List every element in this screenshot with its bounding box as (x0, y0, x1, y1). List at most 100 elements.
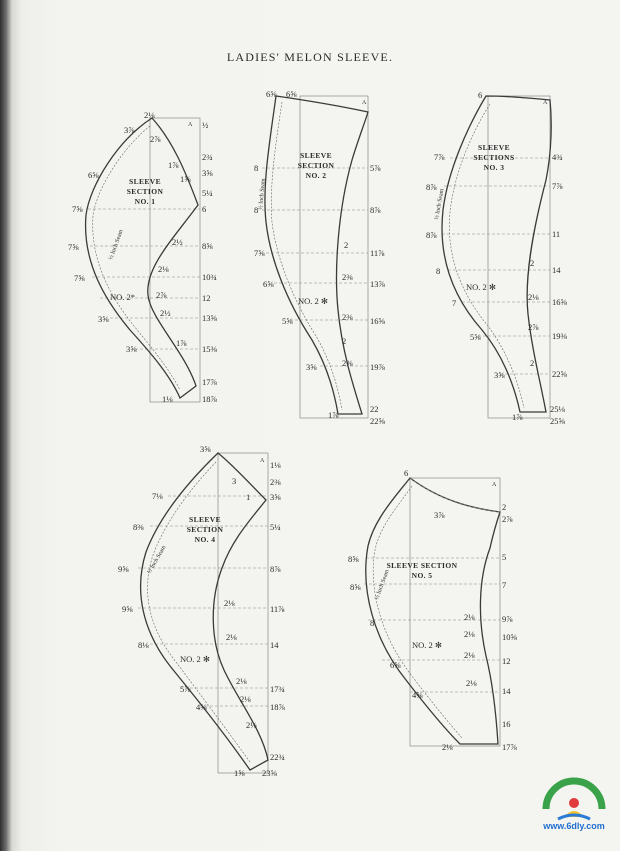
left-measure: 7⅛ (152, 491, 163, 501)
left-measure: 8⅝ (348, 554, 359, 564)
left-measure: 3⅝ (126, 344, 137, 354)
left-measure: 3⅝ (98, 314, 109, 324)
inner-measure: 1⅞ (168, 160, 179, 170)
section-2-frame (299, 95, 369, 419)
inner-measure: 2⅛ (466, 678, 477, 688)
right-measure: 5⅞ (370, 163, 381, 173)
inner-measure: 2⅞ (150, 134, 161, 144)
right-measure: 19⅜ (552, 331, 568, 341)
section-3-corner: A (543, 100, 548, 106)
right-measure: 12 (502, 656, 511, 666)
left-measure: 8 (254, 205, 258, 215)
left-measure: 6⅝ (263, 279, 274, 289)
inner-measure: 2⅛ (464, 612, 475, 622)
right-measure: 23⅝ (262, 768, 278, 778)
section-5-outline (365, 477, 501, 745)
section-2-left-labels: 6⅝ 8 8 7⅝ 6⅝ 5⅝ 3⅝ 1⅞ (254, 89, 339, 420)
right-measure: 6 (202, 204, 206, 214)
right-measure: 2 (502, 502, 506, 512)
section-2-outline (264, 95, 369, 415)
left-measure: 5⅞ (180, 684, 191, 694)
sleeve-section-1: SLEEVE SECTION NO. 1 NO. 2* A ½ Inch Sea… (68, 110, 218, 404)
section-5-inner-labels: 2⅛ 2⅛ 2⅛ 2⅛ (464, 612, 477, 688)
section-3-left-labels: 6 7⅞ 8⅞ 8⅞ 8 7 5⅝ 3⅝ 1⅞ (426, 90, 523, 422)
left-measure: 1⅞ (512, 412, 523, 422)
left-measure: 6⅝ (88, 170, 99, 180)
right-measure: 8⅞ (370, 205, 381, 215)
section-1-left-labels: 2⅛ 3⅞ 6⅝ 7⅝ 7⅝ 7⅝ 3⅝ 3⅝ 1⅛ (68, 110, 173, 404)
inner-measure: 1 (246, 492, 250, 502)
right-measure: 13⅞ (370, 279, 386, 289)
right-measure: 5¼ (270, 522, 281, 532)
section-5-frame (409, 477, 501, 747)
right-measure: 2⅞ (502, 514, 513, 524)
left-measure: 7⅝ (72, 204, 83, 214)
right-measure: 16 (502, 719, 511, 729)
section-3-name-line: SLEEVE (478, 143, 510, 152)
left-measure: 3⅝ (494, 370, 505, 380)
section-4-outline (140, 452, 269, 771)
right-measure: 10¾ (202, 272, 217, 282)
section-4-right-labels: 1⅛ 2⅜ 3⅝ 5¼ 8⅞ 11⅞ 14 17¾ 18⅞ 22¾ 23⅝ (262, 460, 286, 778)
section-1-outline (84, 117, 199, 400)
section-1-corner: A (188, 122, 193, 128)
left-measure: 6 (404, 468, 408, 478)
right-measure: 22 (370, 404, 379, 414)
left-measure: 8⅛ (138, 640, 149, 650)
right-measure: 5 (502, 552, 506, 562)
left-measure: 8 (370, 618, 374, 628)
inner-measure: 2⅜ (342, 358, 353, 368)
section-3-mark: NO. 2 ✻ (466, 282, 496, 292)
left-measure: 8⅜ (133, 522, 144, 532)
left-measure: 9⅝ (122, 604, 133, 614)
right-measure: 13⅝ (202, 313, 218, 323)
left-measure: 1⅝ (234, 768, 245, 778)
section-5-corner: A (492, 482, 497, 488)
section-3-outline (441, 95, 552, 413)
left-measure: 6⅝ (390, 660, 401, 670)
inner-measure: 3 (232, 476, 236, 486)
right-measure: 1⅛ (270, 460, 281, 470)
inner-measure: 2⅜ (342, 272, 353, 282)
inner-measure: 2 (342, 336, 346, 346)
section-4-seam-text: ½ Inch Seam (146, 544, 168, 575)
right-measure: 11 (552, 229, 560, 239)
left-measure: 6 (478, 90, 482, 100)
section-3-name-line: NO. 3 (484, 163, 505, 172)
inner-measure: 2⅛ (464, 629, 475, 639)
right-measure: 5¼ (202, 188, 213, 198)
inner-measure: 2⅛ (226, 632, 237, 642)
watermark-base-swoosh (557, 813, 591, 821)
left-measure: 3⅞ (124, 125, 135, 135)
right-measure: 14 (552, 265, 561, 275)
section-2-right-labels: 5⅞ 8⅞ 11⅞ 13⅞ 16⅝ 19⅞ 22 22⅝ (370, 163, 386, 426)
section-4-frame (217, 452, 269, 774)
left-measure: 5⅝ (282, 316, 293, 326)
right-measure: 10⅝ (502, 632, 518, 642)
section-1-name-line: SECTION (127, 187, 164, 196)
section-1-name-line: NO. 1 (135, 197, 156, 206)
section-4-inner-labels: 1 3 2⅛ 2⅛ 2⅛ 2⅛ 2⅛ (224, 476, 257, 730)
inner-measure: 2⅛ (236, 676, 247, 686)
left-measure: 2⅛ (144, 110, 155, 120)
right-measure: 15⅜ (202, 344, 218, 354)
right-measure: 25⅝ (550, 416, 566, 426)
section-1-inner-labels: 2⅞ 1⅞ 2½ 2⅛ 2⅞ 2½ 1⅞ 1⅝ (150, 134, 191, 348)
section-1-frame (149, 117, 201, 403)
inner-measure: 2 (530, 258, 534, 268)
right-measure: 7 (502, 580, 506, 590)
section-3-frame (487, 95, 551, 419)
inner-measure: 2⅛ (528, 292, 539, 302)
inner-measure: 2⅜ (342, 312, 353, 322)
section-5-seam-text: ½ Inch Seam (373, 568, 390, 600)
left-measure: 5⅝ (470, 332, 481, 342)
inner-measure: 2 (530, 358, 534, 368)
left-measure: 7⅝ (254, 248, 265, 258)
page-title: LADIES' MELON SLEEVE. (226, 50, 394, 64)
left-measure: 4⅝ (196, 702, 207, 712)
inner-measure: 2⅛ (158, 264, 169, 274)
right-measure: 12 (202, 293, 211, 303)
inner-measure: 2⅞ (156, 290, 167, 300)
section-5-name-line: SLEEVE SECTION (387, 561, 458, 570)
